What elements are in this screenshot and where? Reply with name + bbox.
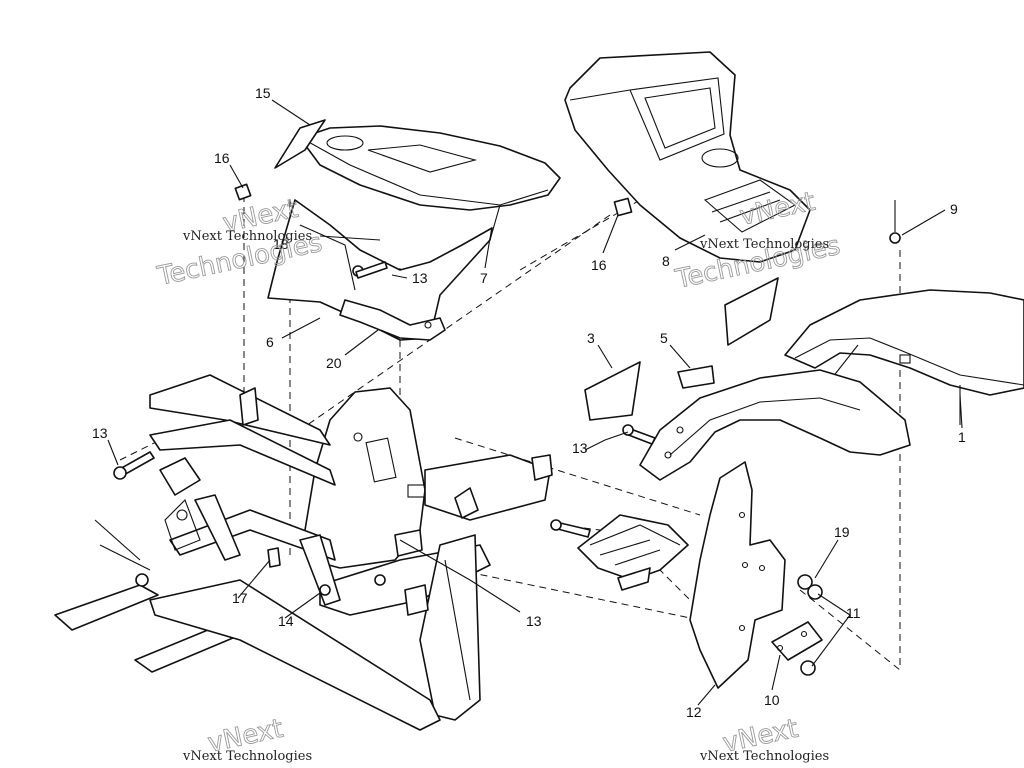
rear-console bbox=[564, 51, 811, 263]
footrest bbox=[577, 514, 689, 591]
callout-9: 9 bbox=[950, 201, 958, 217]
callout-10: 10 bbox=[764, 692, 780, 708]
callout-6: 6 bbox=[266, 334, 274, 350]
callout-11: 11 bbox=[846, 605, 861, 621]
callout-20: 20 bbox=[326, 355, 342, 371]
callout-16-rear: 16 bbox=[591, 257, 607, 273]
callout-12: 12 bbox=[686, 704, 702, 720]
callout-16-front: 16 bbox=[214, 150, 230, 166]
vehicle-frame bbox=[54, 374, 553, 731]
callout-14: 14 bbox=[278, 613, 294, 629]
callout-leaders bbox=[107, 99, 963, 706]
mud-flap bbox=[689, 461, 786, 689]
decals bbox=[584, 277, 779, 421]
callout-19: 19 bbox=[834, 524, 850, 540]
callout-17: 17 bbox=[232, 590, 248, 606]
callout-8: 8 bbox=[662, 253, 670, 269]
callout-1: 1 bbox=[958, 429, 966, 445]
watermark-small: vNext Technologies bbox=[182, 229, 312, 244]
callout-3: 3 bbox=[587, 330, 595, 346]
front-hood-panel bbox=[274, 119, 561, 241]
bolts bbox=[113, 261, 656, 538]
callout-13-crossmember: 13 bbox=[526, 613, 542, 629]
callout-5: 5 bbox=[660, 330, 668, 346]
callout-15: 15 bbox=[255, 85, 271, 101]
watermark-bottom-right: vNext vNext Technologies bbox=[699, 713, 829, 764]
watermark-small: vNext Technologies bbox=[182, 749, 312, 764]
watermark-small: vNext Technologies bbox=[699, 237, 829, 252]
callout-13-frame: 13 bbox=[92, 425, 108, 441]
bracket-part-20 bbox=[339, 299, 446, 341]
rear-fender bbox=[784, 289, 1024, 425]
front-fender bbox=[639, 369, 911, 481]
callout-18: 18 bbox=[273, 236, 289, 252]
callout-7: 7 bbox=[480, 270, 488, 286]
clip-fasteners bbox=[234, 183, 901, 277]
callout-labels: 15 16 18 13 7 6 20 16 8 9 3 5 1 13 13 19… bbox=[92, 85, 966, 720]
mounting-plate bbox=[771, 574, 823, 676]
callout-13-fender: 13 bbox=[572, 440, 588, 456]
watermark-bottom-left: vNext vNext Technologies bbox=[182, 713, 312, 764]
watermark-small: vNext Technologies bbox=[699, 749, 829, 764]
callout-13-hood: 13 bbox=[412, 270, 428, 286]
